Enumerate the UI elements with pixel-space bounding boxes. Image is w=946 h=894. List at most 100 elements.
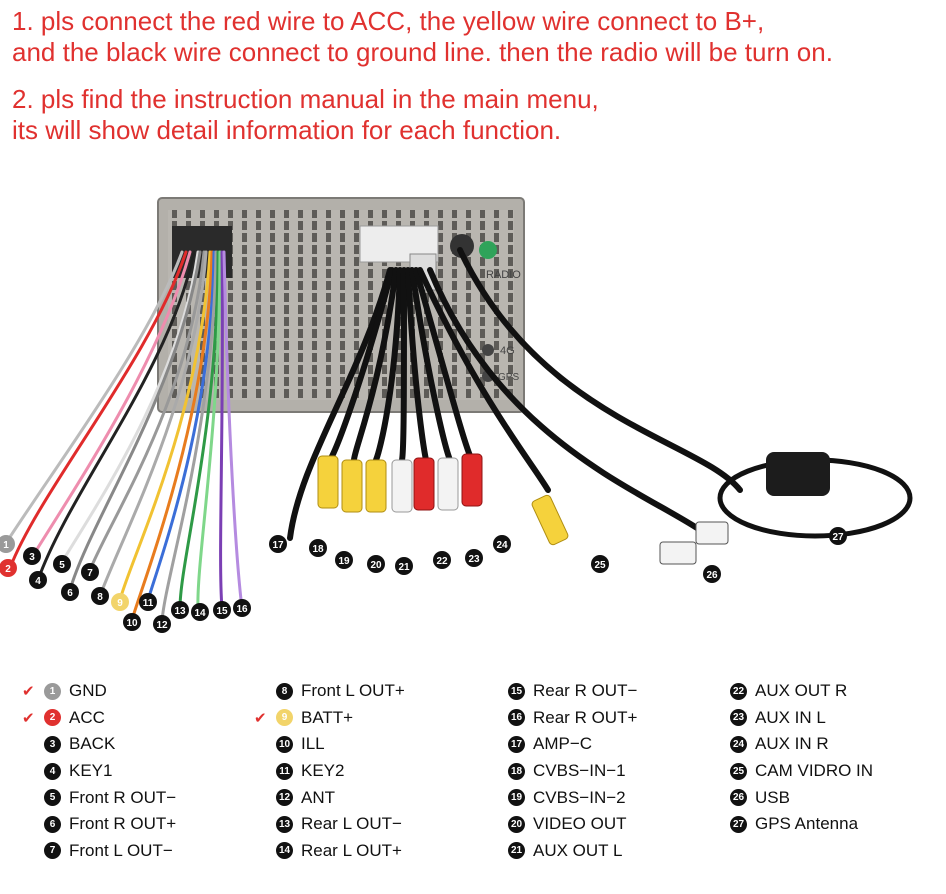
legend-label: USB <box>755 787 790 807</box>
callout-number-6: 6 <box>67 588 73 599</box>
legend-item-20: 20 VIDEO OUT <box>486 811 637 838</box>
callout-number-21: 21 <box>398 562 410 573</box>
callout-circle-4 <box>29 571 47 589</box>
legend-item-22: 22 AUX OUT R <box>708 678 873 705</box>
legend-label: VIDEO OUT <box>533 814 627 834</box>
callout-circle-27 <box>829 527 847 545</box>
legend-number-badge: 26 <box>730 789 747 807</box>
callout-circle-10 <box>123 613 141 631</box>
legend-label: Front R OUT+ <box>69 814 177 834</box>
callout-number-1: 1 <box>3 540 9 551</box>
callout-number-8: 8 <box>97 592 103 603</box>
callout-number-14: 14 <box>194 608 206 619</box>
legend-number-badge: 1 <box>44 682 61 700</box>
gps-label: GPS <box>498 372 519 383</box>
callout-circle-20 <box>367 555 385 573</box>
callout-number-22: 22 <box>436 556 448 567</box>
legend-label: CVBS−IN−1 <box>533 761 626 781</box>
callout-number-7: 7 <box>87 568 93 579</box>
legend-item-8: 8 Front L OUT+ <box>254 678 405 705</box>
legend-label: AUX IN L <box>755 707 826 727</box>
legend-number-badge: 5 <box>44 789 61 807</box>
callout-number-11: 11 <box>143 598 154 609</box>
callout-number-15: 15 <box>216 606 228 617</box>
legend-number-badge: 2 <box>44 709 61 727</box>
head-unit: RADIO 4G GPS <box>157 197 525 413</box>
callout-circle-26 <box>703 565 721 583</box>
legend-label: AUX OUT R <box>755 681 848 701</box>
callout-circle-14 <box>191 603 209 621</box>
legend-number-badge: 13 <box>276 815 293 833</box>
rca-cables <box>287 247 743 541</box>
legend-label: Rear R OUT− <box>533 681 638 701</box>
legend-label: KEY2 <box>301 761 345 781</box>
callout-circle-17 <box>269 535 287 553</box>
legend-number-badge: 24 <box>730 735 747 753</box>
callout-circle-5 <box>53 555 71 573</box>
legend-label: Rear R OUT+ <box>533 707 638 727</box>
callout-circle-24 <box>493 535 511 553</box>
legend-label: Rear L OUT+ <box>301 840 402 860</box>
callout-number-17: 17 <box>272 540 284 551</box>
callout-number-3: 3 <box>29 552 35 563</box>
legend-number-badge: 15 <box>508 682 525 700</box>
wiring-diagram: RADIO 4G GPS <box>0 197 913 633</box>
legend-number-badge: 12 <box>276 789 293 807</box>
legend-number-badge: 27 <box>730 815 747 833</box>
callout-circle-6 <box>61 583 79 601</box>
callout-number-27: 27 <box>832 532 844 543</box>
legend-label: Front L OUT+ <box>301 681 405 701</box>
callout-circle-16 <box>233 599 251 617</box>
callout-number-5: 5 <box>59 560 65 571</box>
4g-label: 4G <box>500 345 515 357</box>
legend-label: GND <box>69 681 107 701</box>
callout-number-25: 25 <box>594 560 606 571</box>
legend-item-18: 18 CVBS−IN−1 <box>486 758 637 785</box>
legend-label: BACK <box>69 734 116 754</box>
legend-item-27: 27 GPS Antenna <box>708 811 873 838</box>
legend-number-badge: 20 <box>508 815 525 833</box>
legend-label: ACC <box>69 707 105 727</box>
usb-connectors <box>659 521 729 565</box>
instruction-1: 1. pls connect the red wire to ACC, the … <box>12 6 833 68</box>
callout-number-19: 19 <box>338 556 350 567</box>
legend-number-badge: 8 <box>276 682 293 700</box>
callout-circle-13 <box>171 601 189 619</box>
callout-circle-12 <box>153 615 171 633</box>
legend-label: AUX IN R <box>755 734 829 754</box>
legend-label: GPS Antenna <box>755 814 859 834</box>
callout-circle-2 <box>0 559 17 577</box>
callout-circle-11 <box>139 593 157 611</box>
rca-plugs <box>317 453 569 546</box>
legend-item-15: 15 Rear R OUT− <box>486 678 637 705</box>
legend-label: Rear L OUT− <box>301 814 402 834</box>
callout-circle-25 <box>591 555 609 573</box>
legend-number-badge: 17 <box>508 735 525 753</box>
legend-item-13: 13 Rear L OUT− <box>254 811 405 838</box>
legend-label: ILL <box>301 734 325 754</box>
callout-circle-19 <box>335 551 353 569</box>
legend-number-badge: 18 <box>508 762 525 780</box>
callout-number-24: 24 <box>496 540 508 551</box>
legend-number-badge: 22 <box>730 682 747 700</box>
legend-item-24: 24 AUX IN R <box>708 731 873 758</box>
callout-number-18: 18 <box>312 544 324 555</box>
legend-number-badge: 11 <box>276 762 293 780</box>
instruction-1b: and the black wire connect to ground lin… <box>12 37 833 67</box>
callout-circle-18 <box>309 539 327 557</box>
legend-label: CAM VIDRO IN <box>755 761 874 781</box>
